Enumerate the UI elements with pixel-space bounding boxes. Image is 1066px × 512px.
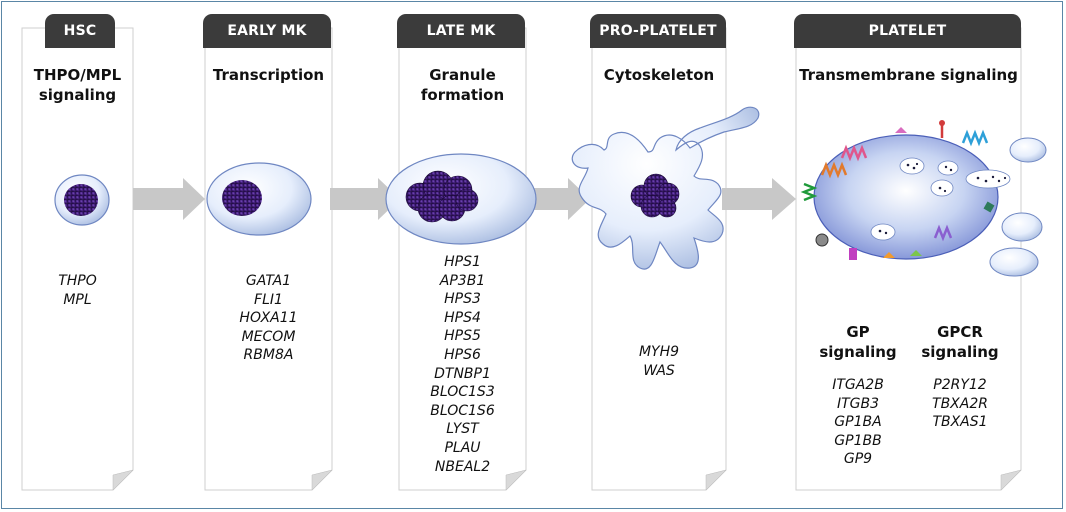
gene-item: AP3B1 [439,272,486,289]
genes-gpcr-signaling: P2RY12 TBXA2R TBXAS1 [910,376,1010,432]
gene-item: GP9 [843,451,873,468]
label-platelet-line-1: Transmembrane signaling [799,66,1018,84]
gene-item: BLOC1S6 [430,402,495,419]
gene-item: GATA1 [245,273,292,289]
genes-hsc: THPO MPL [22,272,133,309]
arrow-hsc-to-early [133,178,205,220]
gene-item: HPS3 [444,291,481,308]
gene-item: GP1BA [834,414,882,431]
label-hsc-line-2: signaling [38,86,117,104]
gene-item: ITGB3 [836,395,880,412]
header-early-mk: EARLY MK [203,14,331,48]
genes-gp-signaling: ITGA2B ITGB3 GP1BA GP1BB GP9 [808,376,908,469]
gene-item: DTNBP1 [434,365,491,382]
label-pro-platelet: Cytoskeleton [592,65,726,85]
label-gpcr-line-1: GPCR [937,323,983,341]
header-platelet-text: PLATELET [868,23,947,39]
header-late-mk: LATE MK [397,14,525,48]
header-early-mk-text: EARLY MK [227,23,307,39]
gene-item: HPS4 [444,309,481,326]
label-gp-line-1: GP [846,323,870,341]
gene-item: GP1BB [834,432,882,449]
panel-pro-platelet [591,27,727,491]
gene-item: LYST [446,421,479,438]
stage-arrows [133,178,796,220]
gene-item: WAS [643,362,675,379]
header-hsc: HSC [45,14,115,48]
gene-item: HPS5 [444,328,481,345]
pro-platelet-cell [571,106,760,270]
label-gpcr-line-2: signaling [921,343,999,361]
early-mk-cell [206,162,312,236]
label-gpcr-signaling: GPCR signaling [910,322,1010,362]
gene-item: P2RY12 [933,377,987,393]
hsc-cell [54,174,110,226]
gene-item: MYH9 [638,344,680,360]
gene-item: MPL [63,291,92,308]
label-early-mk: Transcription [205,65,332,85]
floating-platelets [989,137,1047,277]
genes-late-mk: HPS1 AP3B1 HPS3 HPS4 HPS5 HPS6 DTNBP1 BL… [399,253,526,476]
label-early-mk-line-1: Transcription [212,66,325,84]
gene-item: HOXA11 [239,310,298,327]
gene-item: THPO [58,273,97,289]
gene-item: FLI1 [254,291,283,308]
gene-item: NBEAL2 [434,458,491,475]
arrow-pro-to-platelet [722,178,796,220]
gene-item: PLAU [444,439,481,456]
gene-item: BLOC1S3 [430,384,495,401]
header-hsc-text: HSC [63,23,97,39]
gene-item: HPS6 [444,346,481,363]
arrow-early-to-late [330,178,400,220]
header-platelet: PLATELET [794,14,1021,48]
gene-item: HPS1 [444,254,481,270]
label-pro-platelet-line-1: Cytoskeleton [603,66,715,84]
genes-early-mk: GATA1 FLI1 HOXA11 MECOM RBM8A [205,272,332,365]
platelet-cell [800,120,1011,260]
genes-pro-platelet: MYH9 WAS [592,343,726,380]
gene-item: RBM8A [243,347,294,364]
label-hsc: THPO/MPL signaling [22,65,133,105]
arrow-late-to-pro [534,178,590,220]
header-late-mk-text: LATE MK [426,23,496,39]
label-late-mk-line-2: formation [420,86,505,104]
label-late-mk-line-1: Granule [429,66,496,84]
label-platelet: Transmembrane signaling [796,65,1021,85]
panel-early-mk [204,27,333,491]
late-mk-cell [385,153,537,245]
gene-item: TBXA2R [932,395,988,412]
label-gp-line-2: signaling [819,343,897,361]
gene-item: ITGA2B [832,377,884,393]
header-pro-platelet-text: PRO-PLATELET [599,23,717,39]
header-pro-platelet: PRO-PLATELET [590,14,726,48]
gene-item: TBXAS1 [932,414,988,431]
label-hsc-line-1: THPO/MPL [33,66,122,84]
label-late-mk: Granule formation [399,65,526,105]
gene-item: MECOM [241,328,296,345]
label-gp-signaling: GP signaling [808,322,908,362]
